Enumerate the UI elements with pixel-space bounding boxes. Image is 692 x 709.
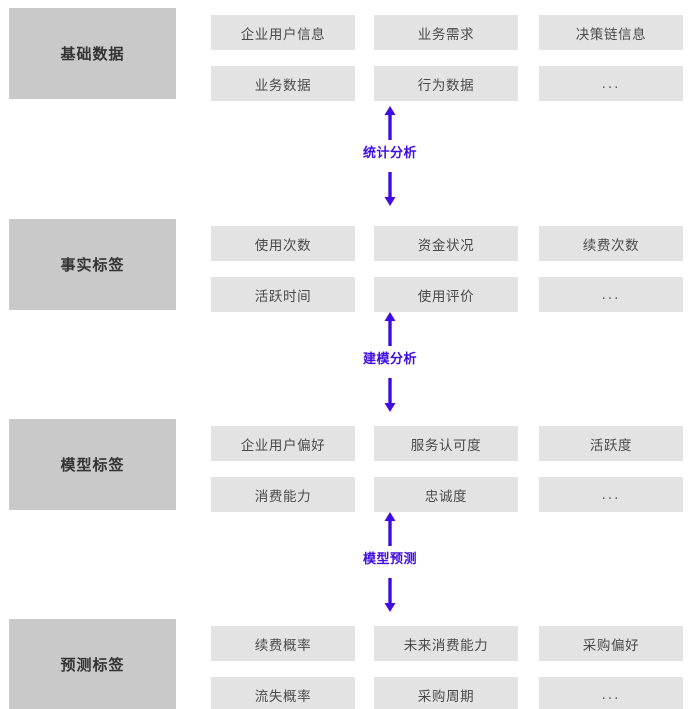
item-cell[interactable]: 资金状况 [374,226,518,261]
connector-label-1: 统计分析 [362,146,417,161]
item-cell[interactable]: 活跃度 [539,426,683,461]
item-cell[interactable]: 忠诚度 [374,477,518,512]
stage-label-4: 预测标签 [9,619,176,709]
item-cell[interactable]: 使用评价 [374,277,518,312]
connector-1: 统计分析 [335,106,445,216]
item-cell-ellipsis[interactable]: ... [539,66,683,101]
item-cell[interactable]: 使用次数 [211,226,355,261]
arrow-up-icon [381,512,399,546]
item-cell[interactable]: 消费能力 [211,477,355,512]
arrow-up-icon [381,312,399,346]
item-cell[interactable]: 采购周期 [374,677,518,709]
stage-label-3: 模型标签 [9,419,176,510]
item-cell-ellipsis[interactable]: ... [539,277,683,312]
item-cell[interactable]: 业务需求 [374,15,518,50]
item-cell[interactable]: 企业用户信息 [211,15,355,50]
connector-2: 建模分析 [335,312,445,422]
item-cell[interactable]: 行为数据 [374,66,518,101]
stage-items-4: 续费概率 未来消费能力 采购偏好 流失概率 采购周期 ... [211,619,683,709]
item-cell[interactable]: 续费次数 [539,226,683,261]
arrow-down-icon [381,378,399,412]
stage-band-2: 事实标签 使用次数 资金状况 续费次数 活跃时间 使用评价 ... [0,219,692,312]
stage-items-1: 企业用户信息 业务需求 决策链信息 业务数据 行为数据 ... [211,8,683,101]
stage-band-4: 预测标签 续费概率 未来消费能力 采购偏好 流失概率 采购周期 ... [0,619,692,709]
item-cell[interactable]: 流失概率 [211,677,355,709]
arrow-down-icon [381,578,399,612]
arrow-down-icon [381,172,399,206]
stage-items-3: 企业用户偏好 服务认可度 活跃度 消费能力 忠诚度 ... [211,419,683,512]
item-cell[interactable]: 未来消费能力 [374,626,518,661]
item-cell[interactable]: 服务认可度 [374,426,518,461]
item-cell[interactable]: 业务数据 [211,66,355,101]
connector-label-3: 模型预测 [362,552,417,567]
item-cell[interactable]: 采购偏好 [539,626,683,661]
connector-label-2: 建模分析 [362,352,417,367]
item-cell[interactable]: 企业用户偏好 [211,426,355,461]
item-cell[interactable]: 决策链信息 [539,15,683,50]
item-cell[interactable]: 续费概率 [211,626,355,661]
stage-band-3: 模型标签 企业用户偏好 服务认可度 活跃度 消费能力 忠诚度 ... [0,419,692,512]
connector-3: 模型预测 [335,512,445,622]
arrow-up-icon [381,106,399,140]
item-cell-ellipsis[interactable]: ... [539,677,683,709]
item-cell-ellipsis[interactable]: ... [539,477,683,512]
item-cell[interactable]: 活跃时间 [211,277,355,312]
stage-label-1: 基础数据 [9,8,176,99]
stage-items-2: 使用次数 资金状况 续费次数 活跃时间 使用评价 ... [211,219,683,312]
stage-label-2: 事实标签 [9,219,176,310]
stage-band-1: 基础数据 企业用户信息 业务需求 决策链信息 业务数据 行为数据 ... [0,8,692,101]
